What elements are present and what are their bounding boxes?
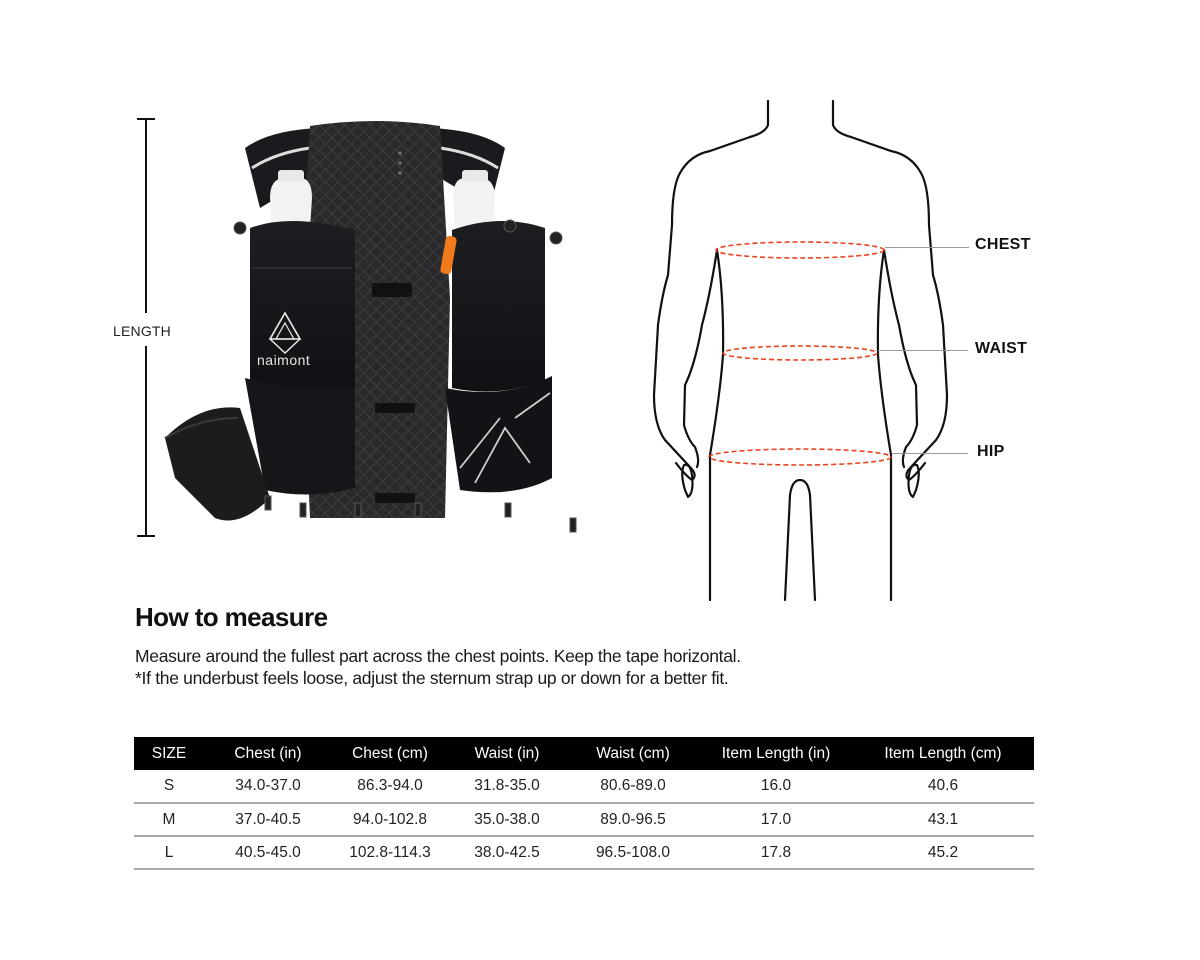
cell-item-length-in: 17.8 [700,836,852,870]
cell-size: S [134,770,204,804]
cell-item-length-cm: 43.1 [852,803,1034,837]
body-measurement-diagram [652,99,949,602]
how-to-measure-title: How to measure [135,602,328,632]
cell-chest-in: 37.0-40.5 [204,803,332,837]
cell-item-length-cm: 40.6 [852,770,1034,804]
cell-chest-cm: 94.0-102.8 [332,803,448,837]
header-item-length-in: Item Length (in) [700,737,852,770]
table-row-l: L 40.5-45.0 102.8-114.3 38.0-42.5 96.5-1… [134,836,1034,870]
how-to-measure-description: Measure around the fullest part across t… [135,645,741,689]
size-chart-table: SIZE Chest (in) Chest (cm) Waist (in) Wa… [134,737,1034,870]
cell-item-length-in: 17.0 [700,803,852,837]
hip-leader-line [892,453,968,454]
cell-waist-cm: 96.5-108.0 [566,836,700,870]
table-row-s: S 34.0-37.0 86.3-94.0 31.8-35.0 80.6-89.… [134,770,1034,804]
waist-label: WAIST [975,340,1028,357]
cell-chest-cm: 102.8-114.3 [332,836,448,870]
cell-waist-in: 31.8-35.0 [448,770,566,804]
header-chest-in: Chest (in) [204,737,332,770]
chest-label: CHEST [975,236,1031,253]
instruction-note: *If the underbust feels loose, adjust th… [135,668,729,688]
cell-waist-cm: 80.6-89.0 [566,770,700,804]
cell-size: L [134,836,204,870]
table-header-row: SIZE Chest (in) Chest (cm) Waist (in) Wa… [134,737,1034,770]
cell-waist-in: 38.0-42.5 [448,836,566,870]
brand-logo [268,311,302,354]
header-item-length-cm: Item Length (cm) [852,737,1034,770]
cell-chest-cm: 86.3-94.0 [332,770,448,804]
cell-waist-in: 35.0-38.0 [448,803,566,837]
cell-item-length-in: 16.0 [700,770,852,804]
length-dimension-line-top [145,118,147,313]
header-size: SIZE [134,737,204,770]
cell-size: M [134,803,204,837]
hip-label: HIP [977,443,1005,460]
svg-text:naimont: naimont [257,352,310,368]
instruction-line: Measure around the fullest part across t… [135,646,741,666]
length-label: LENGTH [113,323,171,339]
length-dimension-line-bottom [145,346,147,536]
waist-measure-ellipse [722,345,878,361]
header-waist-cm: Waist (cm) [566,737,700,770]
header-waist-in: Waist (in) [448,737,566,770]
cell-item-length-cm: 45.2 [852,836,1034,870]
header-chest-cm: Chest (cm) [332,737,448,770]
waist-leader-line [878,350,968,351]
cell-waist-cm: 89.0-96.5 [566,803,700,837]
table-row-m: M 37.0-40.5 94.0-102.8 35.0-38.0 89.0-96… [134,803,1034,837]
hip-measure-ellipse [708,448,892,466]
cell-chest-in: 34.0-37.0 [204,770,332,804]
size-guide-figure: LENGTH [113,99,1031,602]
chest-measure-ellipse [715,241,885,259]
length-dimension-cap-bottom [137,535,155,537]
cell-chest-in: 40.5-45.0 [204,836,332,870]
running-vest-image: naimont [164,121,577,533]
chest-leader-line [885,247,969,248]
